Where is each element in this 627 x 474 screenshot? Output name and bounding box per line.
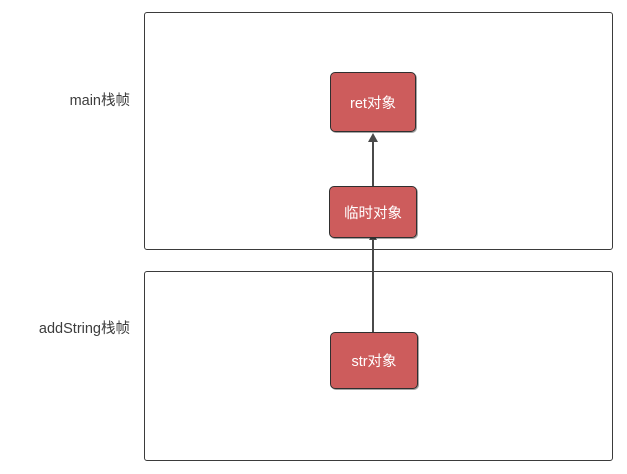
stack-frame-addstring-label: addString栈帧: [38, 321, 130, 337]
connector-line-str-to-temp: [372, 238, 374, 333]
connector-line-temp-to-ret: [372, 140, 374, 187]
arrowhead-up-icon-temp-to-ret: [368, 133, 378, 142]
object-node-temp: 临时对象: [329, 186, 417, 238]
object-node-ret: ret对象: [330, 72, 416, 132]
stack-frame-main-label: main栈帧: [69, 93, 130, 109]
object-node-str: str对象: [330, 332, 418, 389]
